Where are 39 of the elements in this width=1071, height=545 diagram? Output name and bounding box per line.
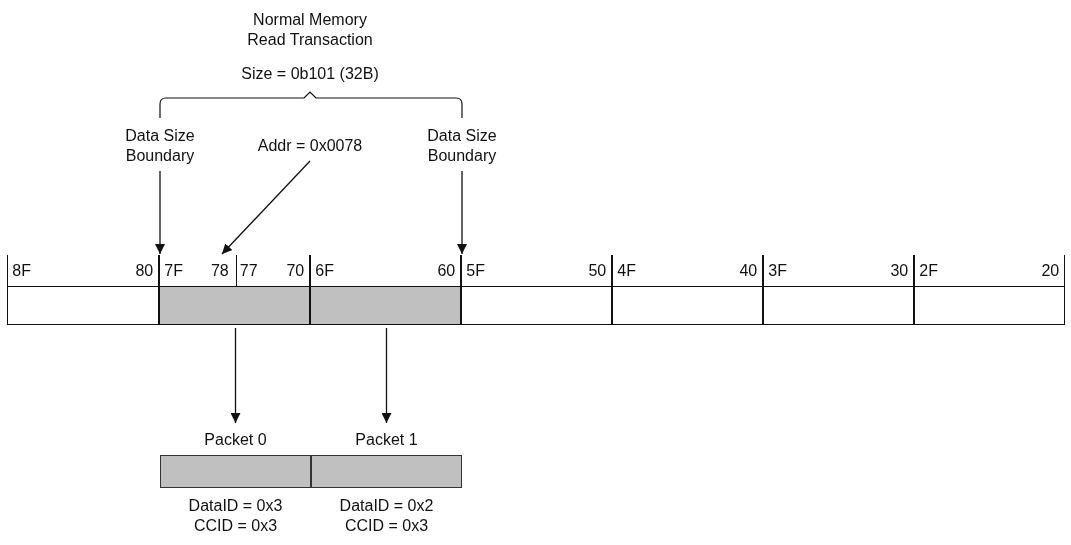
memory-cell xyxy=(310,255,462,325)
packet-caption: DataID = 0x3 xyxy=(187,496,284,516)
address-number: 60 xyxy=(437,261,456,281)
memory-cell xyxy=(763,255,915,325)
arrow xyxy=(457,170,467,255)
address-number: 50 xyxy=(588,261,607,281)
address-number: 8F xyxy=(12,261,31,281)
memory-cell xyxy=(461,255,613,325)
address-number: 3F xyxy=(768,261,787,281)
arrow xyxy=(221,160,311,255)
address-number: 30 xyxy=(890,261,909,281)
packet-caption: CCID = 0x3 xyxy=(343,516,430,536)
arrow xyxy=(230,327,241,424)
packet-caption: DataID = 0x2 xyxy=(338,496,435,516)
address-number: 7F xyxy=(164,261,183,281)
packet-caption: CCID = 0x3 xyxy=(192,516,279,536)
address-number: 40 xyxy=(739,261,758,281)
address-label: Addr = 0x0078 xyxy=(235,136,385,156)
address-number: 20 xyxy=(1041,261,1060,281)
memory-cell xyxy=(914,255,1066,325)
arrow xyxy=(155,170,165,255)
size-label: Size = 0b101 (32B) xyxy=(240,64,380,84)
boundary-label: Data Size Boundary xyxy=(412,126,512,166)
heading-text: Normal Memory Read Transaction xyxy=(246,10,374,50)
memory-cell xyxy=(612,255,764,325)
address-number: 2F xyxy=(919,261,938,281)
boundary-label: Data Size Boundary xyxy=(110,126,210,166)
packet-title: Packet 0 xyxy=(203,430,268,450)
memory-cell xyxy=(159,255,311,325)
address-number: 77 xyxy=(239,261,258,281)
memory-cell xyxy=(7,255,160,325)
packet-title: Packet 1 xyxy=(354,430,419,450)
address-number: 5F xyxy=(466,261,485,281)
address-number: 6F xyxy=(315,261,334,281)
address-number: 70 xyxy=(286,261,305,281)
address-number: 78 xyxy=(210,261,229,281)
arrow xyxy=(381,327,392,424)
address-number: 4F xyxy=(617,261,636,281)
address-number: 80 xyxy=(135,261,154,281)
